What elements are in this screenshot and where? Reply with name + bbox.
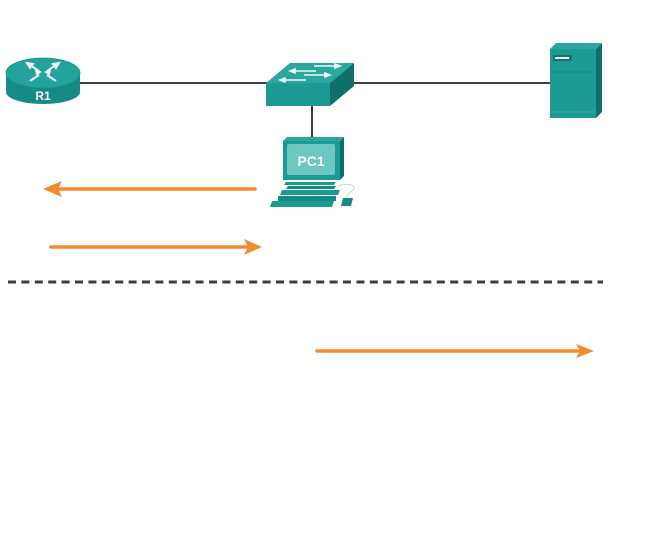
pc-label: PC1 [297, 153, 324, 169]
pc-icon [270, 137, 355, 207]
arrow-2 [49, 239, 262, 255]
router-label: R1 [35, 89, 51, 103]
router-icon [5, 57, 81, 104]
arrow-3 [315, 344, 594, 358]
switch[interactable] [266, 62, 354, 106]
arrow-1 [43, 181, 257, 197]
server[interactable] [550, 43, 602, 118]
pc1[interactable]: PC1 [270, 137, 355, 207]
server-icon [550, 43, 602, 118]
switch-icon [266, 62, 354, 106]
router-r1[interactable]: R1 [5, 57, 81, 104]
